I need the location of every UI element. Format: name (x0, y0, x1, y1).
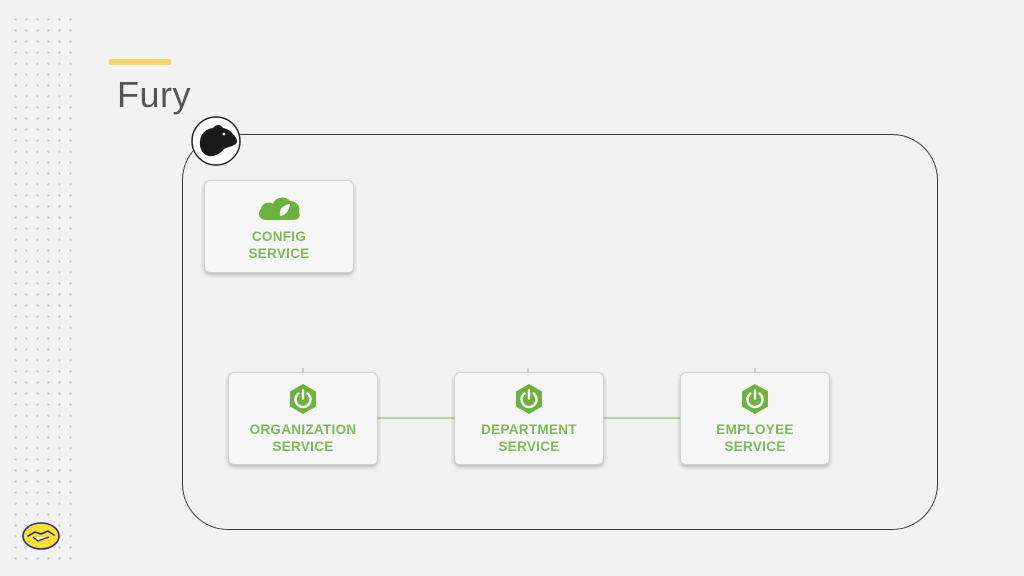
department-service-node: DEPARTMENT SERVICE (454, 372, 604, 465)
slide-title: Fury (117, 74, 191, 115)
spring-power-icon (516, 383, 542, 414)
spring-cloud-icon (258, 196, 300, 220)
department-service-line2: SERVICE (498, 438, 560, 454)
bear-head-icon (191, 116, 241, 166)
title-accent-bar (109, 59, 171, 65)
config-service-node: CONFIG SERVICE (204, 180, 354, 273)
organization-service-line2: SERVICE (272, 438, 334, 454)
organization-service-node: ORGANIZATION SERVICE (228, 372, 378, 465)
config-service-line2: SERVICE (248, 245, 310, 261)
employee-service-line2: SERVICE (724, 438, 786, 454)
spring-power-icon (290, 383, 316, 414)
platform-badge (191, 116, 241, 166)
platform-frame (182, 134, 938, 530)
handshake-logo-icon (22, 522, 60, 550)
organization-service-line1: ORGANIZATION (249, 421, 357, 437)
dot-grid-decoration (10, 14, 76, 564)
employee-service-node: EMPLOYEE SERVICE (680, 372, 830, 465)
spring-power-icon (742, 383, 768, 414)
employee-service-line1: EMPLOYEE (716, 421, 794, 437)
config-service-line1: CONFIG (251, 228, 307, 244)
department-service-line1: DEPARTMENT (481, 421, 577, 437)
